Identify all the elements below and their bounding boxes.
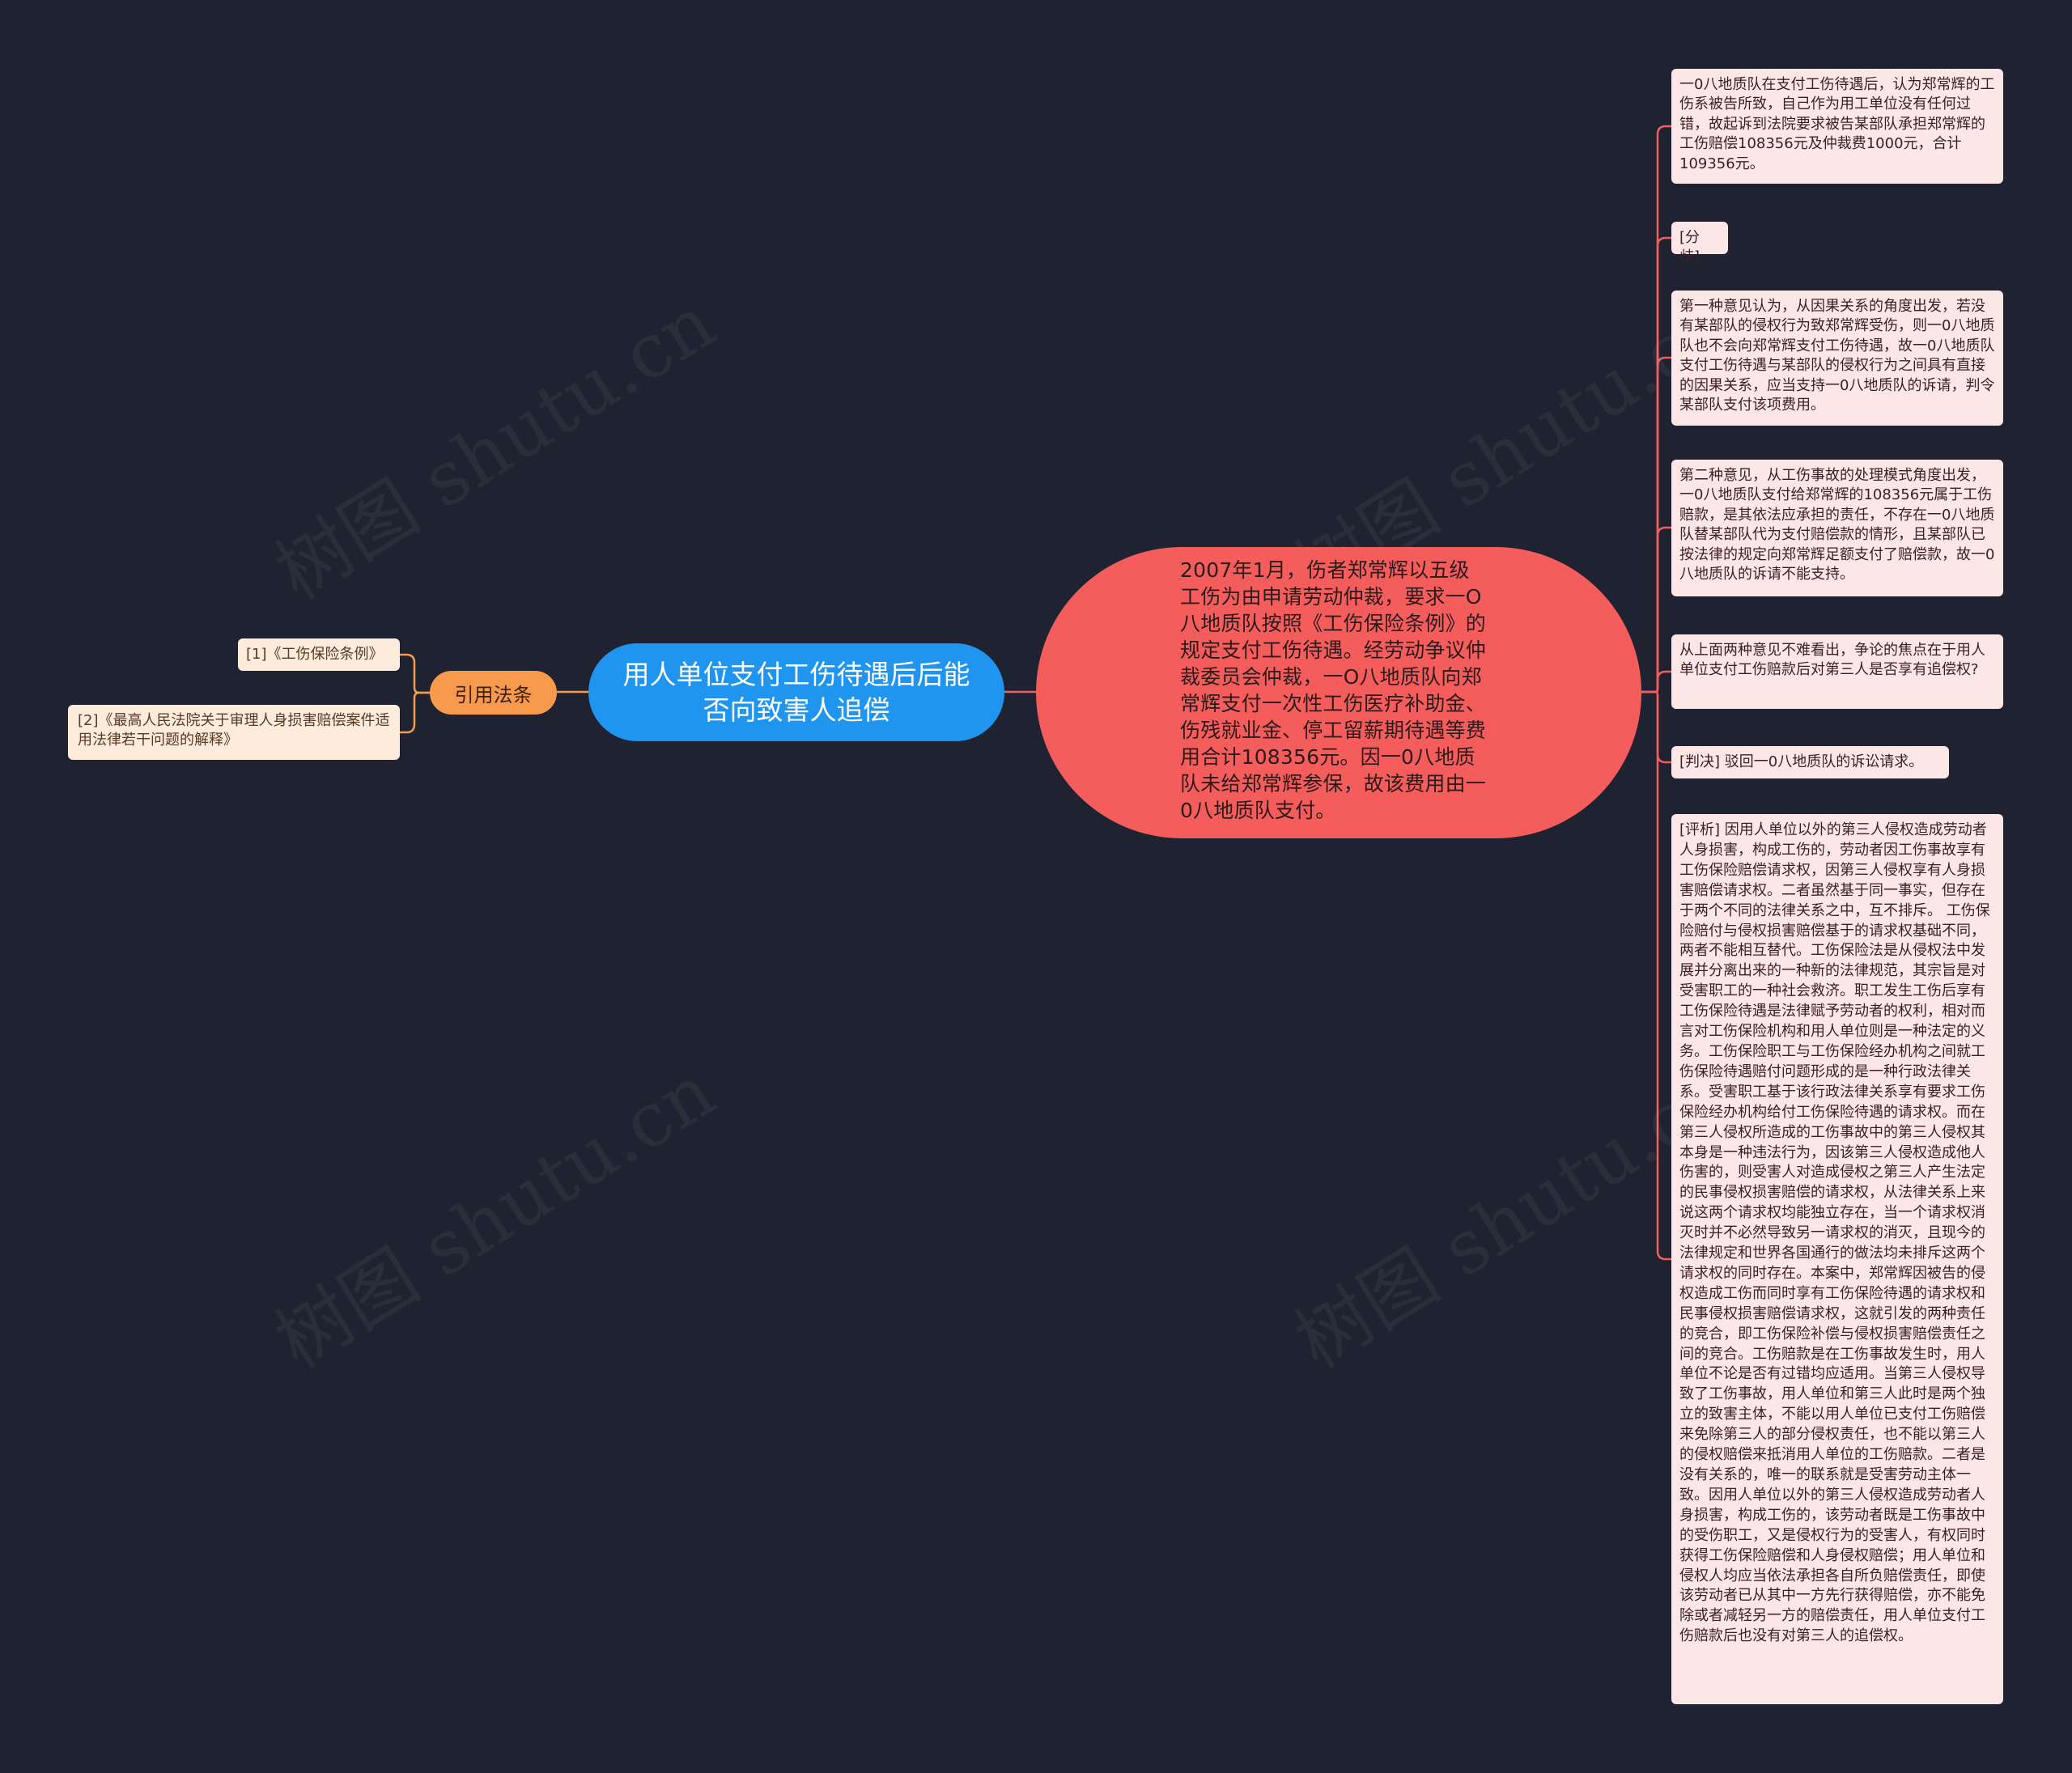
- main-topic[interactable]: 2007年1月，伤者郑常辉以五级工伤为由申请劳动仲裁，要求一O八地质队按照《工伤…: [1036, 547, 1641, 838]
- citation-item-text: [2]《最高人民法院关于审理人身损害赔偿案件适用法律若干问题的解释》: [78, 712, 390, 749]
- leaf-node[interactable]: [评析] 因用人单位以外的第三人侵权造成劳动者人身损害，构成工伤的，劳动者因工伤…: [1671, 814, 2003, 1704]
- leaf-node-text: 从上面两种意见不难看出，争论的焦点在于用人单位支付工伤赔款后对第三人是否享有追偿…: [1679, 642, 1985, 679]
- leaf-connector: [1641, 670, 1671, 694]
- leaf-connector: [1641, 526, 1671, 694]
- root-topic-label: 用人单位支付工伤待遇后后能否向致害人追偿: [622, 658, 970, 726]
- leaf-node-text: 第一种意见认为，从因果关系的角度出发，若没有某部队的侵权行为致郑常辉受伤，则一0…: [1679, 298, 1995, 414]
- main-topic-text: 2007年1月，伤者郑常辉以五级工伤为由申请劳动仲裁，要求一O八地质队按照《工伤…: [1180, 558, 1487, 822]
- leaf-node-text: [评析] 因用人单位以外的第三人侵权造成劳动者人身损害，构成工伤的，劳动者因工伤…: [1679, 821, 1990, 1645]
- leaf-connector: [1641, 690, 1671, 1261]
- citation-item[interactable]: [1]《工伤保险条例》: [238, 638, 400, 671]
- citation-item-text: [1]《工伤保险条例》: [246, 646, 384, 663]
- leaf-node[interactable]: 第一种意见认为，从因果关系的角度出发，若没有某部队的侵权行为致郑常辉受伤，则一0…: [1671, 291, 2003, 426]
- citation-item[interactable]: [2]《最高人民法院关于审理人身损害赔偿案件适用法律若干问题的解释》: [68, 705, 400, 760]
- leaf-node-text: 一0八地质队在支付工伤待遇后，认为郑常辉的工伤系被告所致，自己作为用工单位没有任…: [1679, 76, 1995, 172]
- left-connectors: [400, 653, 430, 734]
- leaf-node-text: 第二种意见，从工伤事故的处理模式角度出发，一0八地质队支付给郑常辉的108356…: [1679, 467, 1995, 583]
- leaf-connector: [1641, 690, 1671, 764]
- citation-connector: [400, 691, 430, 734]
- leaf-node-text: [判决] 驳回一0八地质队的诉讼请求。: [1679, 753, 1924, 770]
- citation-connector: [400, 653, 430, 694]
- leaf-node[interactable]: 第二种意见，从工伤事故的处理模式角度出发，一0八地质队支付给郑常辉的108356…: [1671, 460, 2003, 596]
- leaf-node[interactable]: 从上面两种意见不难看出，争论的焦点在于用人单位支付工伤赔款后对第三人是否享有追偿…: [1671, 634, 2003, 709]
- right-connectors: [1641, 125, 1671, 1261]
- citation-branch-label: 引用法条: [454, 683, 533, 706]
- leaf-node[interactable]: [判决] 驳回一0八地质队的诉讼请求。: [1671, 746, 1949, 778]
- citation-branch[interactable]: 引用法条: [430, 671, 557, 715]
- leaf-node[interactable]: 一0八地质队在支付工伤待遇后，认为郑常辉的工伤系被告所致，自己作为用工单位没有任…: [1671, 69, 2003, 184]
- root-topic[interactable]: 用人单位支付工伤待遇后后能否向致害人追偿: [588, 643, 1004, 741]
- leaf-node-text: [分歧]: [1679, 229, 1700, 266]
- leaf-node[interactable]: [分歧]: [1671, 222, 1728, 265]
